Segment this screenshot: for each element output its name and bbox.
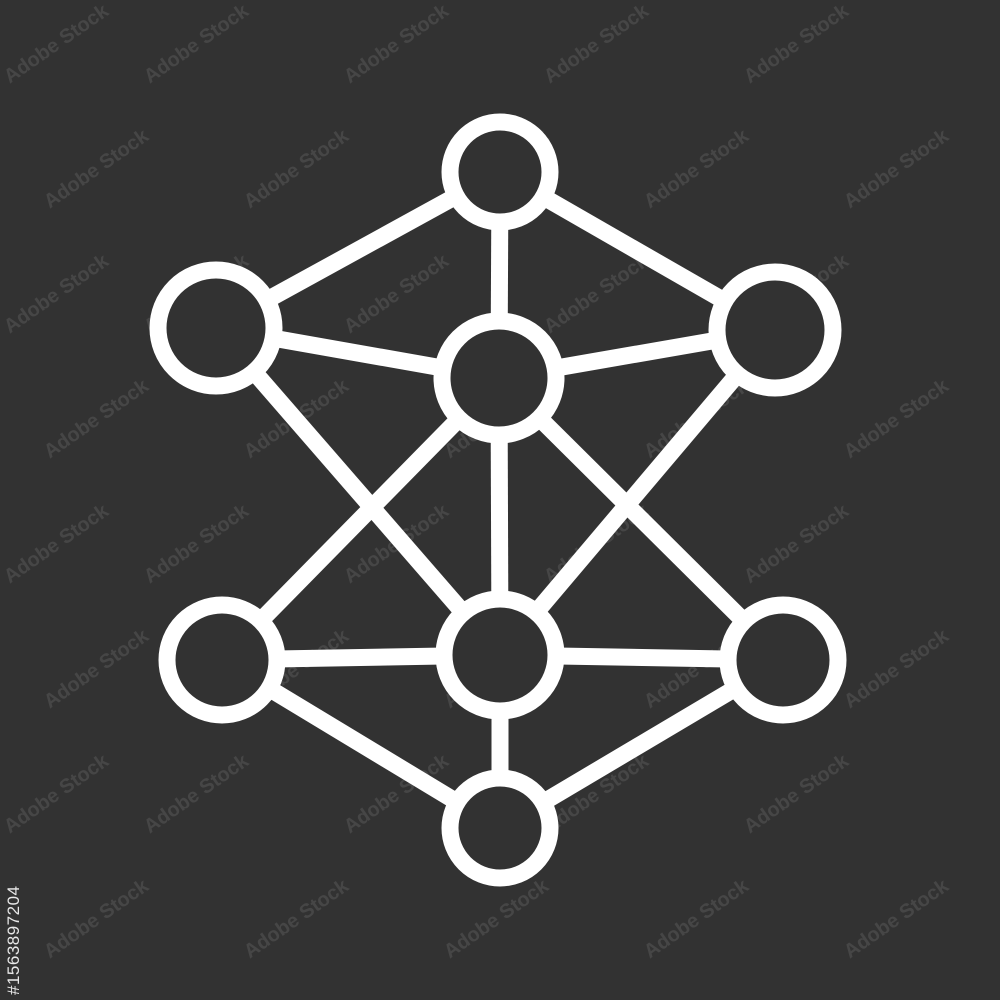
node-top	[441, 113, 559, 231]
node-bottom	[441, 769, 559, 887]
edge-upper-center-lower-right	[493, 371, 789, 667]
edge-upper-right-lower-center	[493, 324, 782, 661]
edge-upper-center-lower-left	[215, 372, 506, 666]
stock-id-label: #156389720​4	[4, 885, 23, 995]
node-upper-right	[708, 263, 842, 397]
node-lower-right	[719, 596, 847, 724]
node-upper-left	[149, 261, 283, 395]
node-upper-center	[433, 312, 565, 444]
node-lower-center	[435, 590, 565, 720]
node-lower-left	[158, 596, 286, 724]
edge-upper-left-lower-center	[209, 322, 507, 661]
